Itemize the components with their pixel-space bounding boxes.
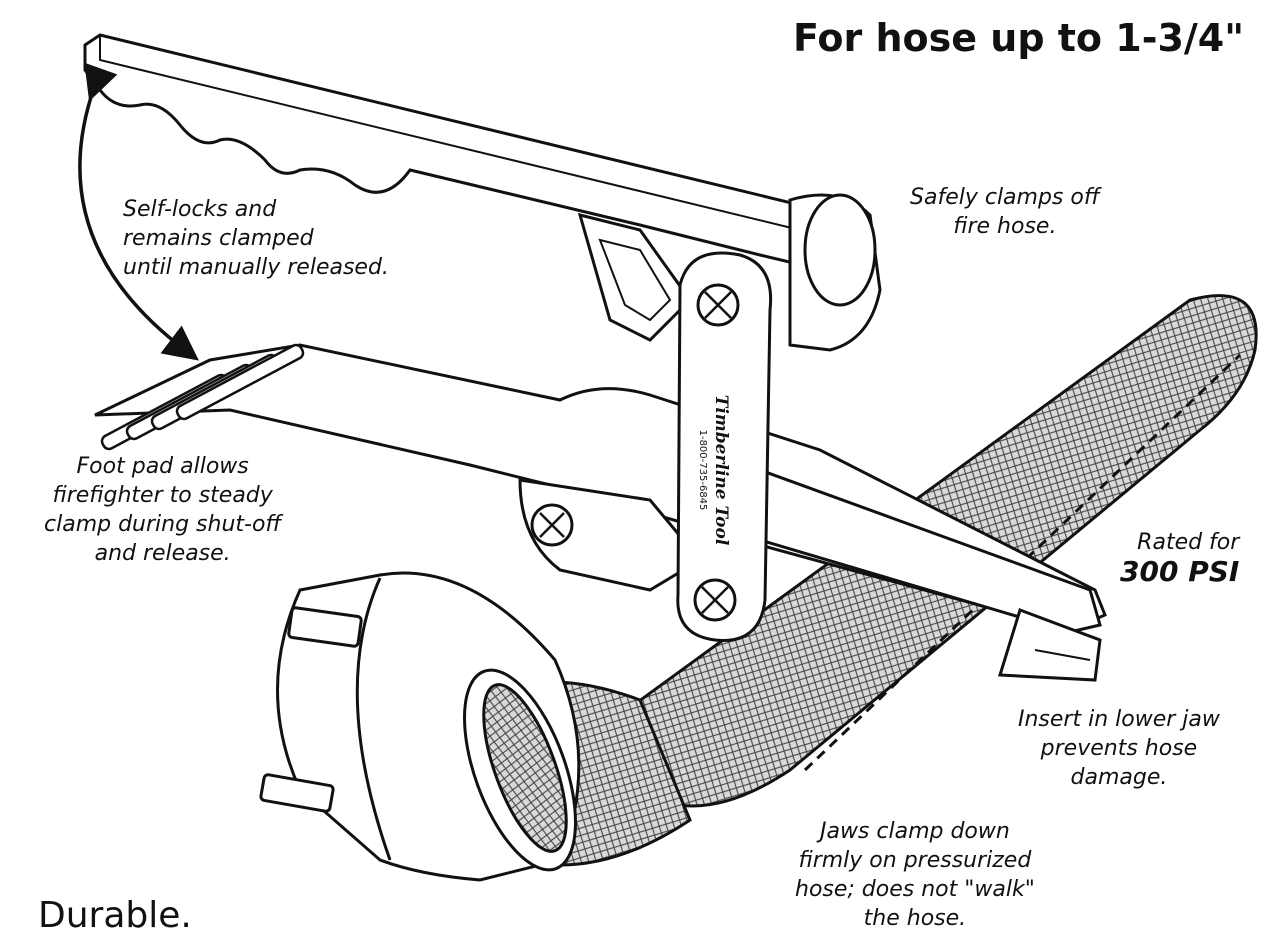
pivot-housing xyxy=(788,193,882,352)
callout-foot-pad: Foot pad allows firefighter to steady cl… xyxy=(44,454,282,566)
foot-pad xyxy=(100,343,305,451)
callout-insert: Insert in lower jaw prevents hose damage… xyxy=(1018,707,1220,790)
callout-rated: Rated for 300 PSI xyxy=(1120,530,1240,588)
upper-handle xyxy=(83,33,867,342)
upper-jaw xyxy=(758,467,1102,682)
brand-mark: Timberline Tool 1-800-735-6845 xyxy=(697,395,731,546)
hose-coupling xyxy=(259,571,581,882)
page-title: For hose up to 1-3/4" xyxy=(793,16,1245,60)
psi-rating: 300 PSI xyxy=(1120,555,1240,588)
callout-safely-clamps: Safely clamps off fire hose. xyxy=(910,185,1100,239)
callout-jaws: Jaws clamp down firmly on pressurized ho… xyxy=(795,819,1035,931)
footer-durable: Durable. xyxy=(38,895,192,936)
callout-self-locks: Self-locks and remains clamped until man… xyxy=(123,197,389,280)
self-lock-arrow xyxy=(78,62,199,361)
brand-phone: 1-800-735-6845 xyxy=(697,430,708,511)
side-link-plate xyxy=(676,251,773,642)
brand-name: Timberline Tool xyxy=(711,395,731,546)
